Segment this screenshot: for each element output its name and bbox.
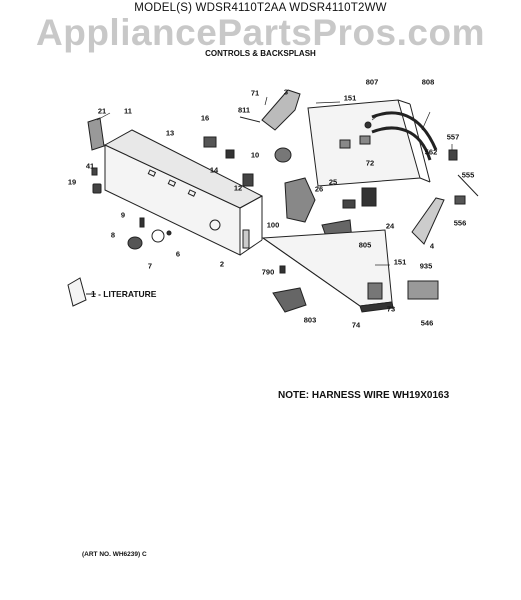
literature-label: 1 - LITERATURE [91,289,157,299]
part-label: 805 [358,240,372,250]
part-label: 8 [110,230,116,240]
part-label: 151 [393,257,407,267]
part-label: 19 [67,177,77,187]
part-label: 14 [209,165,219,175]
part-label: 811 [237,105,251,115]
part-label: 9 [120,210,126,220]
part-label: 6 [175,249,181,259]
bottom-trim-shape [261,229,394,313]
part-label: 13 [165,128,175,138]
part-label: 25 [328,177,338,187]
part-label: 26 [314,184,324,194]
lower-part-shapes [272,265,439,313]
leader-lines [96,96,453,266]
part-label: 16 [200,113,210,123]
part-label: 74 [351,320,361,330]
part-label: 11 [124,106,132,116]
part-label: 3 [283,87,289,97]
part-label: 21 [97,106,107,116]
switch-component-shapes [203,136,292,187]
part-label: 807 [365,77,379,87]
part-label: 2 [219,259,225,269]
part-label: 935 [419,261,433,271]
harness-note: NOTE: HARNESS WIRE WH19X0163 [278,390,450,401]
part-label: 555 [461,170,475,180]
literature-sheet-shape [67,277,96,307]
part-label: 151 [343,93,357,103]
part-label: 72 [365,158,375,168]
section-title: CONTROLS & BACKSPLASH [205,49,316,58]
part-label: 546 [420,318,434,328]
part-label: 41 [85,161,95,171]
part-label: 4 [429,241,435,251]
art-number: (ART NO. WH6239) C [82,551,147,558]
bracket-shape [239,89,301,131]
control-panel-shape [103,129,264,256]
part-label: 790 [261,267,275,277]
part-label: 803 [303,315,317,325]
part-label: 24 [385,221,395,231]
part-label: 562 [424,147,438,157]
part-label: 73 [386,304,396,314]
part-label: 100 [266,220,280,230]
part-label: 10 [250,150,260,160]
part-label: 7 [147,261,153,271]
backsplash-shape [307,99,431,187]
left-end-cap-shape [87,117,105,151]
part-label: 12 [233,183,243,193]
model-header: MODEL(S) WDSR4110T2AA WDSR4110T2WW [134,2,387,14]
knob-shapes [91,167,172,250]
watermark-text: AppliancePartsPros.com [36,12,485,53]
part-label: 556 [453,218,467,228]
timer-shape [284,177,316,223]
part-label: 557 [446,132,460,142]
part-label: 808 [421,77,435,87]
part-label: 71 [250,88,260,98]
